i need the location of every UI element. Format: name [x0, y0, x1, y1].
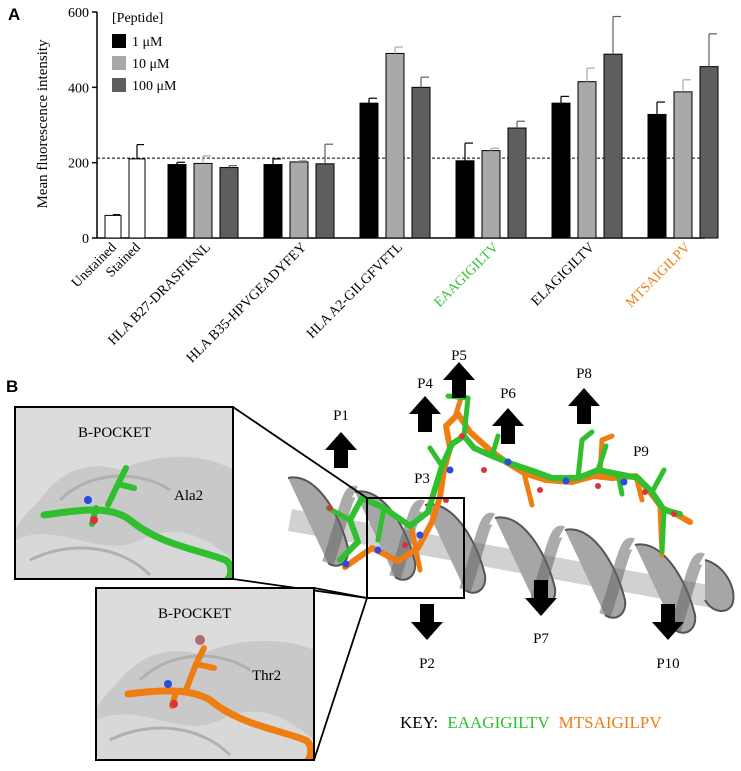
connector-line-4 — [313, 597, 368, 761]
position-label-p5: P5 — [451, 348, 467, 364]
panel-a-letter: A — [8, 5, 20, 24]
bar-3-1 — [481, 150, 501, 239]
inset-ala2 — [15, 407, 233, 579]
position-label-p2: P2 — [419, 656, 435, 672]
y-tick-label: 200 — [68, 157, 89, 172]
peptide-atoms — [327, 433, 677, 568]
key-line: KEY: EAAGIGILTV MTSAIGILPV — [400, 713, 662, 732]
helix-back-strand — [599, 537, 636, 617]
arrow-up-p8 — [568, 388, 600, 424]
bar-4-1 — [577, 81, 597, 239]
position-label-p4: P4 — [417, 376, 433, 392]
arrow-up-p4 — [409, 396, 441, 432]
y-tick-label: 400 — [68, 81, 89, 96]
arrow-down-p2 — [411, 604, 443, 640]
y-tick-label: 0 — [82, 232, 89, 247]
legend-swatch — [112, 78, 126, 92]
inset-thr2 — [96, 588, 314, 760]
category-label-2: HLA A2-GILGFVFTL — [304, 240, 406, 342]
inset-ala2-frame — [14, 406, 234, 580]
inset-thr2-pocket-label: B-POCKET — [158, 606, 231, 622]
bar-1-1 — [289, 161, 309, 239]
key-orange-peptide: MTSAIGILPV — [559, 713, 663, 732]
position-label-p1: P1 — [333, 408, 349, 424]
bar-1-0 — [263, 164, 283, 239]
y-axis-label: Mean fluorescence intensity — [35, 39, 51, 209]
position-label-p3: P3 — [414, 471, 430, 487]
key-green-peptide: EAAGIGILTV — [447, 713, 550, 732]
category-label-4: ELAGIGILTV — [529, 240, 598, 309]
bar-5-2 — [699, 66, 719, 239]
bar-3-0 — [455, 160, 475, 239]
mhc-helix — [287, 476, 735, 634]
helix-back-strand — [322, 485, 359, 565]
bar-1-2 — [315, 163, 335, 239]
bar-4-0 — [551, 102, 571, 239]
legend-swatch — [112, 56, 126, 70]
inset-thr2-frame — [95, 587, 315, 761]
position-label-p9: P9 — [633, 444, 649, 460]
key-prefix: KEY: — [400, 713, 438, 732]
arrow-up-p5 — [443, 362, 475, 398]
bar-4-2 — [603, 53, 623, 239]
bar-5-0 — [647, 113, 667, 239]
position-label-p10: P10 — [656, 656, 679, 672]
helix-back-strand — [459, 512, 496, 592]
helix-end — [704, 559, 735, 612]
category-label-3: EAAGIGILTV — [432, 240, 502, 310]
control-bar-unstained — [104, 214, 122, 239]
legend-title: [Peptide] — [112, 11, 163, 26]
bar-0-2 — [219, 167, 239, 239]
helix-back-strand — [669, 552, 706, 632]
bar-0-1 — [193, 162, 213, 239]
bar-2-1 — [385, 52, 405, 239]
position-label-p6: P6 — [500, 386, 516, 402]
connector-line-3 — [313, 587, 368, 599]
arrow-down-p7 — [525, 580, 557, 616]
bar-3-2 — [507, 127, 527, 239]
legend-entry: 1 μM — [132, 35, 163, 50]
position-label-p7: P7 — [533, 631, 549, 647]
arrow-up-p6 — [492, 408, 524, 444]
bar-0-0 — [167, 164, 187, 239]
y-tick-label: 600 — [68, 6, 89, 21]
bar-2-0 — [359, 102, 379, 239]
control-bar-stained — [128, 158, 146, 239]
bar-5-1 — [673, 91, 693, 239]
peptide-green — [325, 393, 683, 563]
legend: [Peptide] 1 μM 10 μM 100 μM — [112, 11, 177, 94]
arrow-down-p10 — [652, 604, 684, 640]
inset-thr2-residue-label: Thr2 — [252, 668, 281, 684]
panel-b-letter: B — [6, 377, 18, 396]
inset-ala2-pocket-label: B-POCKET — [78, 425, 151, 441]
arrow-up-p1 — [325, 432, 357, 468]
category-label-5: MTSAIGILPV — [623, 240, 694, 311]
connector-line-1 — [232, 406, 368, 499]
legend-swatch — [112, 34, 126, 48]
bar-2-2 — [411, 86, 431, 239]
legend-entry: 10 μM — [132, 57, 170, 72]
position-label-p8: P8 — [576, 366, 592, 382]
legend-entry: 100 μM — [132, 79, 177, 94]
inset-ala2-residue-label: Ala2 — [174, 488, 203, 504]
zoom-box — [366, 497, 465, 599]
